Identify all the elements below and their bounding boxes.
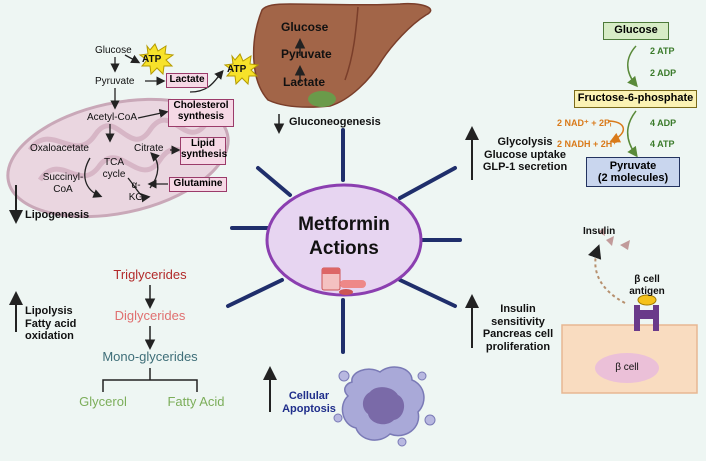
center-ellipse (265, 183, 423, 297)
mito-pyruvate: Pyruvate (95, 76, 135, 87)
apoptosis-line2: Apoptosis (282, 402, 336, 415)
lactate-box: Lactate (166, 73, 208, 88)
lipid-line1: Lipid (191, 138, 215, 149)
monoglycerides-label: Mono-glycerides (102, 349, 198, 364)
beta-effect-line2: sensitivity (491, 315, 545, 328)
mito-glucose: Glucose (95, 45, 132, 56)
beta-effect-line1: Insulin (500, 303, 536, 315)
apoptosis-line1: Cellular (288, 390, 330, 402)
cholesterol-line2: synthesis (177, 111, 225, 122)
diglycerides-label: Diglycerides (114, 308, 186, 323)
nadh-label: 2 NADH + 2H⁺ (557, 139, 618, 149)
lipid-box: Lipid synthesis (180, 137, 228, 165)
akg-line1: α- (131, 180, 141, 191)
mito-citrate: Citrate (134, 143, 164, 154)
glutamine-box: Glutamine (169, 177, 227, 192)
cholesterol-line1: Cholesterol (173, 100, 229, 111)
atp-star-1 (138, 43, 175, 76)
pyruvate-line1: Pyruvate (609, 160, 657, 172)
spoke-bottom-left (226, 278, 284, 308)
liver-lactate: Lactate (283, 75, 326, 89)
lipolysis-effect-line2: Fatty acid (25, 317, 77, 330)
adp-out: 2 ADP (650, 68, 677, 78)
nad-label: 2 NAD⁺ + 2Pᵢ (557, 118, 612, 128)
fatty-acid-label: Fatty Acid (167, 394, 225, 409)
glycolysis-effect-line3: GLP-1 secretion (482, 161, 568, 174)
liver-effect: Gluconeogenesis (289, 116, 381, 128)
mito-akg: α- KG (124, 180, 148, 203)
spoke-top-right (398, 166, 457, 200)
glycolysis-effect-line2: Glucose uptake (484, 148, 566, 161)
lipolysis-effect: Lipolysis Fatty acid oxidation (25, 305, 76, 343)
tca-line2: cycle (102, 168, 126, 180)
antigen-line1: β cell (634, 274, 660, 285)
atp-out: 4 ATP (650, 139, 675, 149)
succinyl-line1: Succinyl- (42, 172, 84, 183)
lipogenesis-effect: Lipogenesis (25, 209, 90, 221)
liver-icon (252, 2, 432, 108)
spoke-bottom-right (398, 278, 457, 308)
mito-succinyl: Succinyl- CoA (36, 172, 90, 195)
beta-cell-icon (561, 228, 698, 394)
apoptotic-cell-icon (333, 366, 436, 447)
antigen-label: β cell antigen (626, 274, 668, 297)
glycerol-label: Glycerol (79, 394, 127, 409)
atp-star-2 (223, 53, 260, 86)
glycolysis-glucose-box: Glucose (603, 22, 669, 40)
beta-effect-line3: Pancreas cell (482, 328, 554, 341)
liver-glucose: Glucose (281, 20, 329, 34)
pyruvate-box: Pyruvate (2 molecules) (586, 157, 680, 187)
beta-effect: Insulin sensitivity Pancreas cell prolif… (476, 303, 560, 354)
f6p-box: Fructose-6-phosphate (574, 90, 697, 108)
mito-tca: TCA cycle (96, 157, 132, 180)
mito-oxaloacetate: Oxaloacetate (30, 143, 89, 154)
pill-icon (321, 267, 366, 295)
beta-cell-label: β cell (615, 362, 639, 373)
lipolysis-effect-line3: oxidation (25, 330, 74, 343)
pyruvate-line2: (2 molecules) (597, 172, 669, 185)
adp-in: 4 ADP (650, 118, 677, 128)
spokes (226, 128, 462, 354)
antigen-line2: antigen (629, 285, 665, 297)
beta-effect-line4: proliferation (485, 340, 551, 353)
center-title-line2: Actions (309, 238, 379, 259)
succinyl-line2: CoA (53, 183, 73, 195)
lipolysis-effect-line1: Lipolysis (25, 305, 73, 317)
atp-label-1: ATP (142, 54, 162, 65)
glycolysis-effect: Glycolysis Glucose uptake GLP-1 secretio… (477, 136, 573, 174)
triglycerides-label: Triglycerides (113, 267, 187, 282)
apoptosis-label: Cellular Apoptosis (276, 390, 342, 415)
lipid-line2: synthesis (181, 149, 228, 160)
mito-acetylcoa: Acetyl-CoA (87, 112, 138, 123)
atp-label-2: ATP (227, 64, 247, 75)
center-title-line1: Metformin (298, 214, 390, 235)
cholesterol-box: Cholesterol synthesis (168, 99, 234, 127)
spoke-top-left (256, 166, 292, 197)
liver-pyruvate: Pyruvate (281, 47, 332, 61)
insulin-label: Insulin (583, 226, 616, 237)
tca-line1: TCA (104, 157, 124, 168)
glycolysis-effect-line1: Glycolysis (497, 136, 553, 148)
akg-line2: KG (128, 191, 144, 203)
atp-in: 2 ATP (650, 46, 675, 56)
